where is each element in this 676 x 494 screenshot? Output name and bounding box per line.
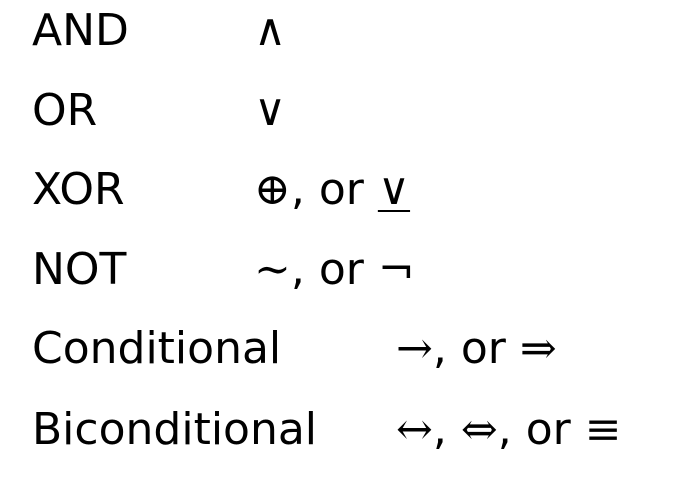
term-xor: XOR: [32, 164, 125, 215]
separator-text: , or: [497, 404, 585, 455]
term-conditional: Conditional: [32, 323, 282, 374]
left-right-arrow-icon: ↔: [396, 404, 433, 455]
separator-text: , or: [290, 164, 378, 215]
triple-bar-icon: ≡: [584, 404, 622, 455]
separator-text: , or: [432, 323, 520, 374]
underlined-or-icon: ∨: [377, 164, 411, 215]
double-right-arrow-icon: ⇒: [519, 323, 557, 374]
negation-icon: ¬: [377, 244, 415, 295]
tilde-icon: ~: [254, 244, 291, 295]
biconditional-symbols: ↔, ⇔, or ≡: [396, 398, 622, 462]
separator-text: ,: [432, 404, 461, 455]
logical-and-icon: ∧: [254, 5, 287, 56]
term-not: NOT: [32, 244, 127, 295]
logical-or-icon: ∨: [254, 85, 287, 136]
separator-text: , or: [290, 244, 378, 295]
circled-plus-icon: ⊕: [254, 164, 291, 215]
term-and: AND: [32, 5, 129, 56]
term-biconditional: Biconditional: [32, 404, 318, 455]
xor-symbols: ⊕, or ∨: [254, 158, 410, 222]
conditional-symbols: →, or ⇒: [396, 317, 557, 381]
double-left-right-arrow-icon: ⇔: [460, 404, 498, 455]
right-arrow-icon: →: [396, 323, 433, 374]
term-or: OR: [32, 85, 98, 136]
not-symbols: ~, or ¬: [254, 238, 415, 302]
